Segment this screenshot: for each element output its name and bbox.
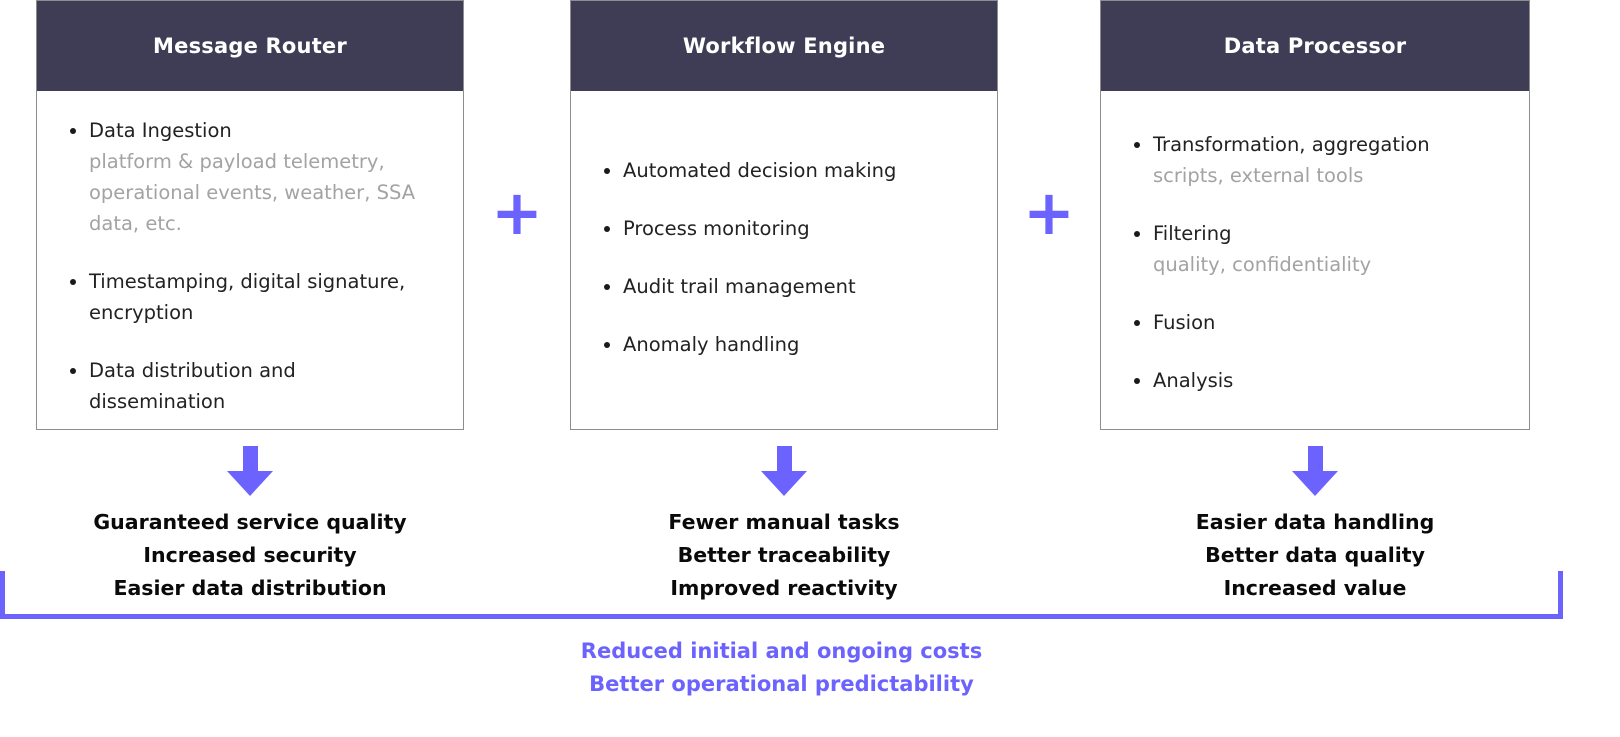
arrow-head	[1292, 471, 1338, 496]
feature-text: Timestamping, digital signature, encrypt…	[89, 270, 406, 324]
benefit-line: Easier data distribution	[113, 576, 387, 600]
plus-separator: +	[464, 0, 570, 244]
down-arrow-icon	[761, 446, 807, 496]
box-title: Message Router	[153, 34, 347, 58]
feature-list: Automated decision making Process monito…	[599, 155, 971, 360]
feature-subtext: platform & payload telemetry, operationa…	[89, 150, 416, 235]
feature-text: Transformation, aggregation	[1153, 133, 1430, 156]
workflow-engine-body: Automated decision making Process monito…	[571, 91, 997, 360]
bottom-bracket	[0, 571, 1563, 619]
feature-subtext: quality, confidentiality	[1153, 253, 1372, 276]
feature-text: Analysis	[1153, 369, 1234, 392]
arrow-head	[761, 471, 807, 496]
data-processor-box: Data Processor Transformation, aggregati…	[1100, 0, 1530, 430]
feature-item: Automated decision making	[623, 155, 971, 186]
data-processor-body: Transformation, aggregation scripts, ext…	[1101, 91, 1529, 396]
plus-icon: +	[1023, 176, 1075, 249]
feature-list: Transformation, aggregation scripts, ext…	[1129, 129, 1503, 396]
feature-item: Data Ingestion platform & payload teleme…	[89, 115, 437, 239]
feature-item: Anomaly handling	[623, 329, 971, 360]
column-message-router: Message Router Data Ingestion platform &…	[36, 0, 464, 605]
benefit-line: Better data quality	[1205, 543, 1425, 567]
overall-benefit-line: Reduced initial and ongoing costs	[580, 639, 983, 663]
feature-text: Fusion	[1153, 311, 1216, 334]
benefit-line: Guaranteed service quality	[93, 510, 407, 534]
column-workflow-engine: Workflow Engine Automated decision makin…	[570, 0, 998, 605]
feature-item: Analysis	[1153, 365, 1503, 396]
plus-separator: +	[998, 0, 1100, 244]
feature-item: Fusion	[1153, 307, 1503, 338]
box-title: Workflow Engine	[682, 34, 886, 58]
down-arrow-icon	[227, 446, 273, 496]
benefit-line: Increased value	[1223, 576, 1407, 600]
arrow-stem	[1307, 446, 1323, 471]
feature-item: Timestamping, digital signature, encrypt…	[89, 266, 437, 328]
overall-benefit-line: Better operational predictability	[589, 672, 974, 696]
message-router-box: Message Router Data Ingestion platform &…	[36, 0, 464, 430]
feature-item: Data distribution and dissemination	[89, 355, 437, 417]
benefits-list: Guaranteed service quality Increased sec…	[36, 506, 464, 605]
feature-text: Process monitoring	[623, 217, 810, 240]
workflow-engine-box: Workflow Engine Automated decision makin…	[570, 0, 998, 430]
feature-subtext: scripts, external tools	[1153, 164, 1364, 187]
box-title: Data Processor	[1223, 34, 1407, 58]
arrow-head	[227, 471, 273, 496]
feature-text: Audit trail management	[623, 275, 856, 298]
message-router-header: Message Router	[37, 1, 463, 91]
feature-item: Transformation, aggregation scripts, ext…	[1153, 129, 1503, 191]
feature-text: Anomaly handling	[623, 333, 800, 356]
feature-text: Filtering	[1153, 222, 1232, 245]
feature-text: Data distribution and dissemination	[89, 359, 296, 413]
message-router-body: Data Ingestion platform & payload teleme…	[37, 91, 463, 417]
data-processor-header: Data Processor	[1101, 1, 1529, 91]
benefit-line: Fewer manual tasks	[668, 510, 900, 534]
benefits-list: Fewer manual tasks Better traceability I…	[570, 506, 998, 605]
down-arrow-icon	[1292, 446, 1338, 496]
benefit-line: Better traceability	[677, 543, 891, 567]
arrow-stem	[242, 446, 258, 471]
feature-item: Filtering quality, confidentiality	[1153, 218, 1503, 280]
benefit-line: Improved reactivity	[670, 576, 898, 600]
feature-item: Audit trail management	[623, 271, 971, 302]
feature-item: Process monitoring	[623, 213, 971, 244]
arrow-stem	[776, 446, 792, 471]
column-data-processor: Data Processor Transformation, aggregati…	[1100, 0, 1530, 605]
benefit-line: Easier data handling	[1195, 510, 1435, 534]
feature-text: Automated decision making	[623, 159, 897, 182]
overall-benefits: Reduced initial and ongoing costs Better…	[0, 635, 1563, 701]
benefits-list: Easier data handling Better data quality…	[1100, 506, 1530, 605]
workflow-engine-header: Workflow Engine	[571, 1, 997, 91]
plus-icon: +	[491, 176, 543, 249]
benefit-line: Increased security	[143, 543, 357, 567]
feature-list: Data Ingestion platform & payload teleme…	[65, 115, 437, 417]
components-row: Message Router Data Ingestion platform &…	[0, 0, 1620, 605]
feature-text: Data Ingestion	[89, 119, 232, 142]
